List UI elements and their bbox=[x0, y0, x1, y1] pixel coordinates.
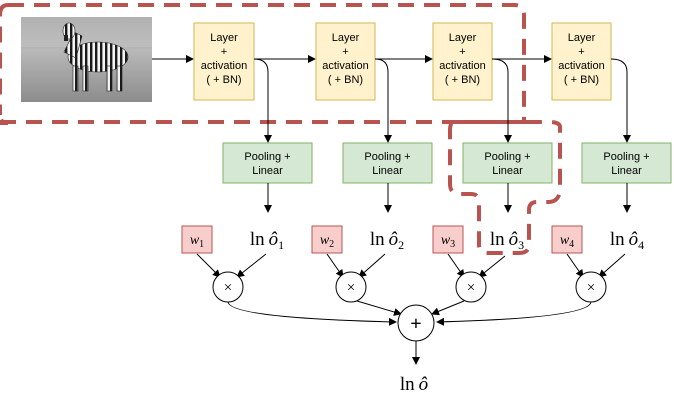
output-letter: ô bbox=[389, 229, 399, 250]
layer-box-3: Layer + activation ( + BN) bbox=[432, 22, 493, 101]
layer-box-line1: Layer bbox=[332, 32, 360, 44]
arrow-output-2-to-mult-2 bbox=[358, 253, 386, 278]
svg-text:w4: w4 bbox=[560, 233, 574, 250]
multiply-node-1: × bbox=[212, 271, 244, 303]
output-letter: ô bbox=[509, 229, 519, 250]
weight-index: 2 bbox=[329, 239, 334, 250]
weight-box-3: w3 bbox=[432, 225, 464, 254]
weight-box-1: w1 bbox=[181, 225, 213, 254]
multiply-symbol: × bbox=[224, 280, 232, 296]
pooling-box-3: Pooling + Linear bbox=[462, 142, 553, 184]
layer-box-line3: activation bbox=[201, 60, 247, 72]
layer-box-line1: Layer bbox=[210, 32, 238, 44]
svg-text:w1: w1 bbox=[190, 233, 204, 250]
zebra-photo bbox=[21, 17, 152, 102]
multiply-node-4: × bbox=[575, 271, 607, 303]
arrow-mult-3-to-sum bbox=[431, 300, 465, 316]
output-letter: ô bbox=[629, 229, 639, 250]
layer-box-line1: Layer bbox=[449, 32, 477, 44]
pooling-box-line2: Linear bbox=[492, 165, 523, 177]
layer-box-line2: + bbox=[342, 46, 348, 58]
layer-box-line2: + bbox=[221, 46, 227, 58]
layer-box-line3: activation bbox=[439, 60, 485, 72]
arrow-layer-4-to-pool-4 bbox=[610, 58, 631, 143]
layer-box-line3: activation bbox=[558, 60, 604, 72]
pooling-box-line1: Pooling + bbox=[244, 151, 290, 163]
arrow-layer-2-to-pool-2 bbox=[374, 58, 392, 143]
arrow-output-4-to-mult-4 bbox=[598, 253, 626, 278]
pooling-box-line1: Pooling + bbox=[484, 151, 530, 163]
arrow-weight-4-to-mult-4 bbox=[566, 253, 584, 278]
pooling-box-line2: Linear bbox=[252, 165, 283, 177]
highlight-region-left bbox=[0, 3, 9, 115]
arrow-weight-3-to-mult-3 bbox=[447, 253, 465, 278]
sum-node: + bbox=[397, 304, 435, 342]
pooling-box-line2: Linear bbox=[611, 165, 642, 177]
arrow-mult-1-to-sum bbox=[227, 301, 397, 326]
output-prefix: ln bbox=[250, 229, 265, 250]
final-output-letter: ô bbox=[419, 374, 429, 395]
layer-box-2: Layer + activation ( + BN) bbox=[315, 22, 376, 101]
layer-box-line1: Layer bbox=[568, 32, 596, 44]
pooling-box-line1: Pooling + bbox=[603, 151, 649, 163]
layer-box-line4: ( + BN) bbox=[445, 74, 480, 86]
pooling-box-4: Pooling + Linear bbox=[581, 142, 672, 184]
layer-box-line4: ( + BN) bbox=[328, 74, 363, 86]
multiply-symbol: × bbox=[467, 280, 475, 296]
pooling-box-line2: Linear bbox=[372, 165, 403, 177]
weight-letter: w bbox=[320, 233, 330, 248]
layer-box-1: Layer + activation ( + BN) bbox=[193, 22, 255, 101]
sum-symbol: + bbox=[410, 313, 421, 335]
arrow-mult-4-to-sum bbox=[436, 301, 592, 326]
output-prefix: ln bbox=[490, 229, 505, 250]
layer-box-line4: ( + BN) bbox=[564, 74, 599, 86]
weight-index: 4 bbox=[569, 239, 574, 250]
pooling-box-2: Pooling + Linear bbox=[342, 142, 433, 184]
pooling-box-1: Pooling + Linear bbox=[222, 142, 313, 184]
svg-text:w2: w2 bbox=[320, 233, 334, 250]
weight-box-4: w4 bbox=[551, 225, 583, 254]
output-prefix: ln bbox=[370, 229, 385, 250]
multiply-symbol: × bbox=[587, 280, 595, 296]
weight-letter: w bbox=[560, 233, 570, 248]
arrow-mult-2-to-sum bbox=[356, 300, 402, 316]
multiply-node-2: × bbox=[335, 271, 367, 303]
weight-box-2: w2 bbox=[311, 225, 343, 254]
arrow-layer-3-to-pool-3 bbox=[491, 58, 512, 143]
multiply-symbol: × bbox=[347, 280, 355, 296]
output-letter: ô bbox=[269, 229, 279, 250]
arrow-weight-2-to-mult-2 bbox=[326, 253, 344, 278]
output-index: 1 bbox=[278, 238, 284, 252]
output-prefix: ln bbox=[610, 229, 625, 250]
layer-box-4: Layer + activation ( + BN) bbox=[551, 22, 612, 101]
svg-text:w3: w3 bbox=[441, 233, 455, 250]
output-index: 3 bbox=[518, 238, 524, 252]
weight-letter: w bbox=[190, 233, 200, 248]
output-index: 2 bbox=[398, 238, 404, 252]
output-index: 4 bbox=[638, 238, 644, 252]
weight-index: 1 bbox=[199, 239, 204, 250]
weight-index: 3 bbox=[450, 239, 455, 250]
layer-box-line2: + bbox=[578, 46, 584, 58]
arrow-output-3-to-mult-3 bbox=[478, 255, 506, 278]
layer-box-line4: ( + BN) bbox=[206, 74, 241, 86]
layer-box-line3: activation bbox=[322, 60, 368, 72]
arrow-output-1-to-mult-1 bbox=[236, 253, 267, 278]
weight-letter: w bbox=[441, 233, 451, 248]
arrow-weight-1-to-mult-1 bbox=[196, 253, 221, 278]
arrow-layer-1-to-pool-1 bbox=[253, 58, 272, 143]
final-output-prefix: ln bbox=[400, 374, 415, 395]
layer-box-line2: + bbox=[459, 46, 465, 58]
pooling-box-line1: Pooling + bbox=[364, 151, 410, 163]
multiply-node-3: × bbox=[455, 271, 487, 303]
